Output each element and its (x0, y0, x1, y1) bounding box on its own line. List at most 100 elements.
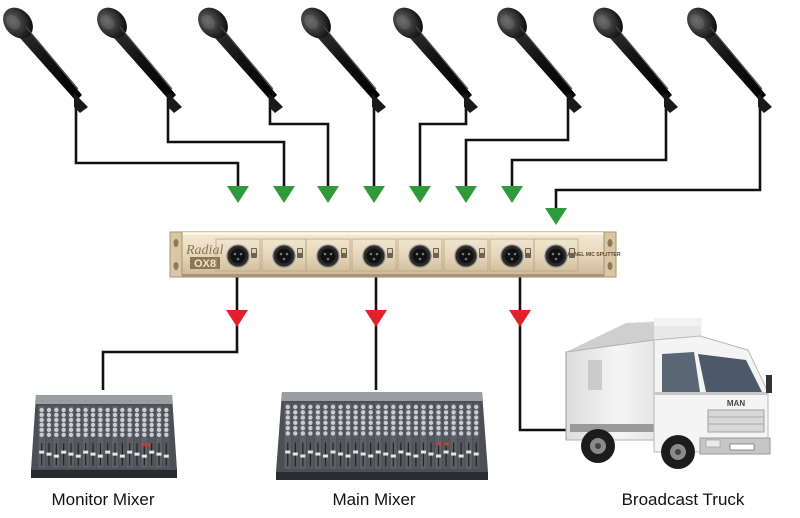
microphone-6 (490, 1, 583, 114)
splitter-channel-5 (397, 238, 443, 272)
main-mixer-strip (337, 403, 344, 469)
monitor-mixer-strip (97, 406, 104, 468)
main-mixer-strip (322, 403, 329, 469)
main-mixer-strip (307, 403, 314, 469)
xlr-input-jack-6 (454, 244, 478, 268)
xlr-input-jack-5 (408, 244, 432, 268)
input-arrow-6 (455, 186, 477, 203)
microphone-1 (0, 1, 89, 114)
monitor-mixer-strip (67, 406, 75, 468)
monitor-mixer-strip (133, 406, 141, 468)
monitor-mixer-strip (155, 406, 163, 468)
channel-switch-6 (479, 248, 485, 258)
microphone-8 (680, 1, 773, 114)
monitor-mixer-strip (126, 406, 133, 468)
main-mixer-strip (390, 403, 397, 469)
cable-mic-5 (418, 98, 468, 186)
main-mixer-strip (314, 403, 322, 469)
input-arrow-3 (317, 186, 339, 203)
output-arrow-truck (509, 310, 531, 327)
cable-mic-6 (464, 98, 570, 186)
channel-switch-3 (341, 248, 347, 258)
channel-switch-5 (433, 248, 439, 258)
broadcast-truck: MAN (565, 318, 772, 469)
monitor-mixer-strip (119, 406, 126, 468)
monitor-mixer (31, 395, 177, 478)
output-arrow-monitor (226, 310, 248, 327)
truck-license-plate (729, 443, 755, 451)
truck-side-window (662, 352, 700, 392)
main-mixer-strip (427, 403, 435, 469)
splitter-product-label: 8-CHANNEL MIC SPLITTER (556, 252, 621, 258)
monitor-mixer-strip (38, 406, 45, 468)
splitter-channel-3 (305, 238, 351, 272)
channel-switch-2 (297, 248, 303, 258)
monitor-mixer-strip (89, 406, 97, 468)
splitter-channel-4 (351, 238, 397, 272)
truck-wheel-rear (581, 429, 615, 463)
cable-mic-2 (166, 98, 286, 186)
broadcast-truck-caption: Broadcast Truck (621, 490, 745, 509)
microphone-2 (90, 1, 183, 114)
xlr-input-jack-3 (316, 244, 340, 268)
output-arrows (226, 310, 531, 327)
splitter-channels (215, 238, 579, 272)
cable-mic-8 (554, 98, 762, 208)
main-mixer-channel-strips (284, 403, 480, 469)
channel-switch-1 (251, 248, 257, 258)
output-arrow-main (365, 310, 387, 327)
splitter-channel-8 (533, 238, 579, 272)
main-mixer-strip (352, 403, 359, 469)
main-mixer-strip (457, 403, 465, 469)
cable-out-truck (518, 272, 566, 432)
xlr-input-jack-7 (500, 244, 524, 268)
main-mixer-strip (292, 403, 299, 469)
splitter-channel-2 (261, 238, 307, 272)
monitor-mixer-strip (148, 406, 155, 468)
monitor-mixer-strip (82, 406, 89, 468)
microphone-7 (586, 1, 679, 114)
splitter-channel-7 (489, 238, 535, 272)
main-mixer-strip (374, 403, 382, 469)
monitor-mixer-strip (75, 406, 82, 468)
main-mixer-strip (465, 403, 472, 469)
monitor-mixer-channel-strips (38, 406, 170, 468)
xlr-input-jack-1 (226, 244, 250, 268)
input-arrow-7 (501, 186, 523, 203)
monitor-mixer-strip (60, 406, 67, 468)
rack-ear-right (603, 231, 617, 278)
monitor-mixer-strip (111, 406, 119, 468)
splitter-channel-6 (443, 238, 489, 272)
cable-mic-1 (74, 98, 240, 186)
monitor-mixer-strip (141, 406, 148, 468)
main-mixer-strip (329, 403, 337, 469)
splitter-channel-1 (215, 238, 261, 272)
main-mixer-strip (397, 403, 405, 469)
monitor-mixer-strip (104, 406, 111, 468)
microphone-5 (386, 1, 479, 114)
truck-brand-badge: MAN (727, 399, 745, 408)
input-arrow-8 (545, 208, 567, 225)
microphone-3 (191, 1, 284, 114)
rack-ear-left (169, 231, 183, 278)
cable-mic-7 (510, 98, 668, 186)
main-mixer-strip (442, 403, 450, 469)
truck-wheel-front (661, 435, 695, 469)
splitter-model-logo: OX8 (194, 258, 216, 270)
channel-switch-8 (569, 248, 575, 258)
input-arrow-2 (273, 186, 295, 203)
xlr-input-jack-4 (362, 244, 386, 268)
cable-mic-3 (268, 98, 330, 186)
main-mixer (276, 392, 488, 480)
main-mixer-strip (359, 403, 367, 469)
input-arrow-5 (409, 186, 431, 203)
main-mixer-strip (405, 403, 412, 469)
main-mixer-strip (299, 403, 307, 469)
input-arrows (227, 186, 567, 225)
microphones (0, 1, 773, 114)
main-mixer-strip (472, 403, 480, 469)
monitor-mixer-caption: Monitor Mixer (51, 490, 155, 509)
main-mixer-strip (367, 403, 374, 469)
input-cables (74, 98, 762, 208)
main-mixer-red-buttons (436, 442, 449, 446)
